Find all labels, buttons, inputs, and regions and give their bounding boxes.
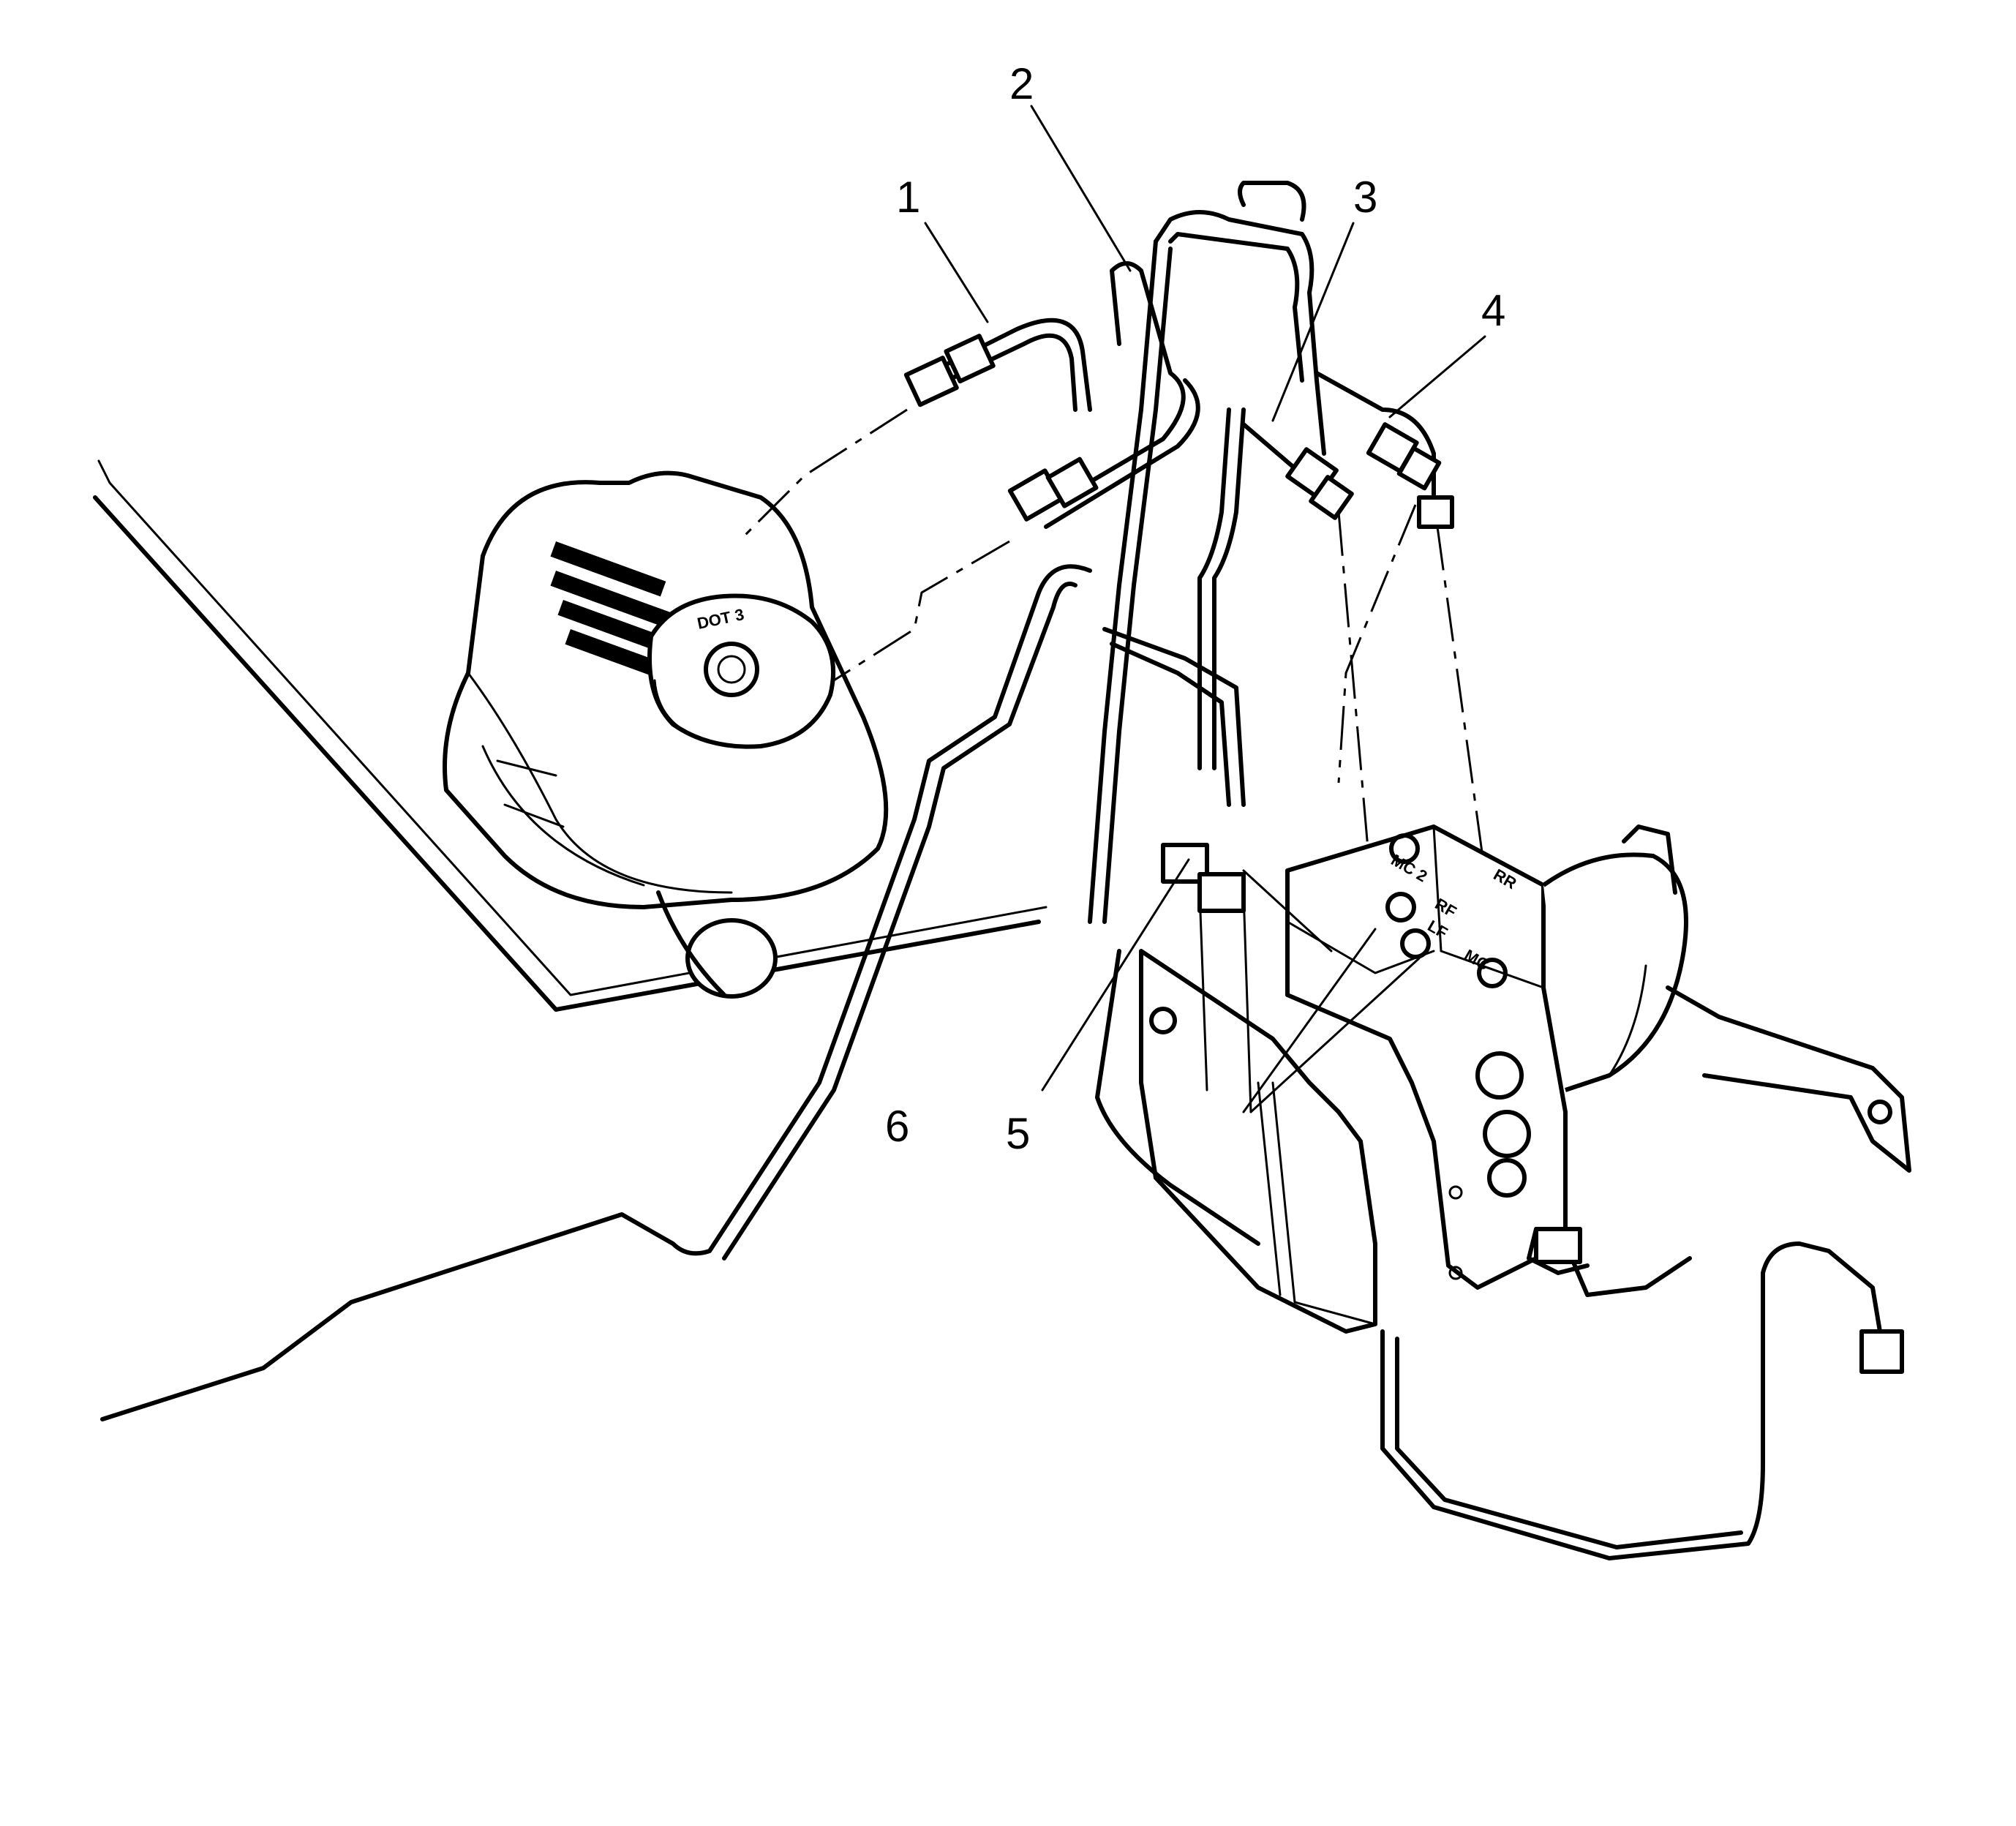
callout-4: 4: [1481, 286, 1505, 335]
brake-line-1: [737, 318, 1092, 543]
tube-bundle: [1088, 181, 1326, 924]
reservoir-text-block: [550, 541, 674, 682]
brake-line-2: [833, 261, 1200, 682]
brake-line-4: [1314, 371, 1501, 981]
callout-6: 6: [885, 1102, 909, 1151]
callout-2: 2: [1009, 59, 1034, 108]
callout-5: 5: [1006, 1109, 1030, 1158]
brake-line-3: [1241, 422, 1369, 849]
abs-modulator: MC 2 RF LF MC RR: [1139, 824, 1688, 1334]
brake-line-6: [100, 564, 1092, 1421]
callouts: 1 2 3 4 5 6: [885, 59, 1505, 1158]
master-cylinder-reservoir: DOT 3: [443, 470, 889, 999]
callout-3: 3: [1353, 173, 1377, 222]
callout-1: 1: [896, 173, 920, 222]
leader-lines: [924, 105, 1486, 1113]
rear-brake-line: [1380, 1241, 1904, 1560]
mounting-bracket: [1095, 824, 1911, 1297]
reservoir-cap: DOT 3: [647, 593, 836, 749]
